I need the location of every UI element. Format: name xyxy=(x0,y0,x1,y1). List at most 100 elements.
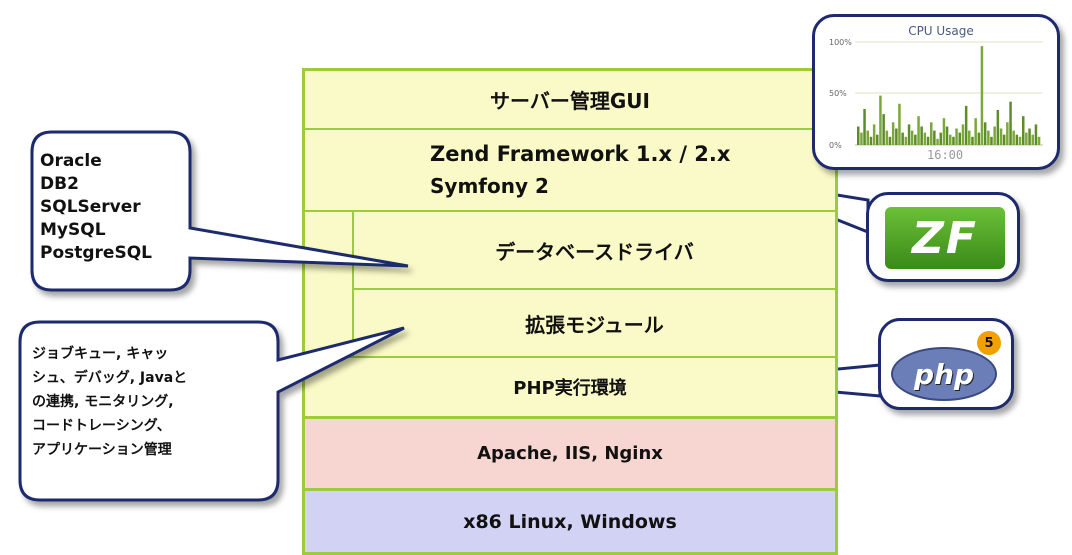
db-item: MySQL xyxy=(40,220,106,240)
cpu-bar xyxy=(895,128,898,145)
php-logo-text: php xyxy=(913,357,975,391)
cpu-bar xyxy=(999,128,1003,145)
cpu-bar xyxy=(1009,101,1012,145)
cpu-ytick-0: 0% xyxy=(829,141,842,150)
cpu-bar xyxy=(860,132,863,145)
layer-web-server: Apache, IIS, Nginx xyxy=(302,416,838,488)
cpu-bar xyxy=(1031,134,1034,145)
cpu-bar xyxy=(1037,136,1041,145)
cpu-bar xyxy=(923,132,927,145)
zend-callout: ZF xyxy=(866,192,1020,282)
cpu-chart: CPU Usage 100% 50% 0% 16:00 xyxy=(829,24,1043,162)
php-version-badge: 5 xyxy=(977,331,1001,355)
cpu-bar xyxy=(885,130,889,145)
db-callout-shape xyxy=(30,130,409,292)
cpu-bar xyxy=(983,122,987,145)
cpu-bar xyxy=(910,130,914,145)
cpu-bar xyxy=(996,110,1000,145)
layer-framework: Zend Framework 1.x / 2.x Symfony 2 xyxy=(302,128,838,210)
layer-framework-label-2: Symfony 2 xyxy=(430,174,549,198)
cpu-bar xyxy=(904,136,908,145)
layer-os: x86 Linux, Windows xyxy=(302,488,838,555)
zend-logo-text: ZF xyxy=(912,212,978,264)
cpu-bar xyxy=(955,128,958,145)
cpu-bar xyxy=(891,122,895,145)
cpu-bar xyxy=(968,130,971,145)
cpu-bar xyxy=(869,136,873,145)
cpu-bar xyxy=(866,130,869,145)
cpu-bar xyxy=(1022,116,1025,145)
cpu-chart-title: CPU Usage xyxy=(908,24,974,38)
cpu-bar xyxy=(952,136,955,145)
layer-extensions: 拡張モジュール xyxy=(354,288,838,356)
cpu-bar xyxy=(930,122,933,145)
cpu-bar xyxy=(926,136,930,145)
cpu-bar xyxy=(961,124,965,145)
cpu-bar xyxy=(863,109,866,145)
db-item: DB2 xyxy=(40,174,79,194)
layer-framework-label-1: Zend Framework 1.x / 2.x xyxy=(430,142,731,166)
ext-line: コードトレーシング、 xyxy=(32,418,171,434)
cpu-bar xyxy=(898,103,901,145)
cpu-bar xyxy=(974,118,977,145)
ext-line: ジョブキュー, キャッ xyxy=(32,346,169,362)
ext-callout-text: ジョブキュー, キャッ シュ、デバッグ, Javaと の連携, モニタリング, … xyxy=(32,342,187,462)
cpu-bar xyxy=(993,126,996,145)
cpu-bar xyxy=(1012,130,1015,145)
cpu-bar xyxy=(1028,128,1031,145)
cpu-bar xyxy=(872,124,876,145)
cpu-bar xyxy=(945,126,949,145)
cpu-bar xyxy=(920,126,923,145)
db-item: SQLServer xyxy=(40,197,141,217)
cpu-bars xyxy=(857,46,1041,145)
cpu-bar xyxy=(958,132,961,145)
ext-line: の連携, モニタリング, xyxy=(32,394,174,410)
cpu-bar xyxy=(907,124,911,145)
cpu-bar xyxy=(939,132,942,145)
cpu-bar xyxy=(888,136,892,145)
layer-db-driver-label: データベースドライバ xyxy=(495,239,694,264)
cpu-bar xyxy=(1025,132,1028,145)
cpu-bar xyxy=(980,46,984,145)
layer-server-gui: サーバー管理GUI xyxy=(302,68,838,128)
cpu-bar xyxy=(936,138,939,145)
cpu-ytick-100: 100% xyxy=(829,38,852,47)
cpu-bar xyxy=(971,136,974,145)
php-logo: php xyxy=(891,347,997,401)
cpu-bar xyxy=(917,116,920,145)
cpu-ytick-50: 50% xyxy=(829,89,847,98)
cpu-bar xyxy=(876,134,879,145)
db-item: Oracle xyxy=(40,151,102,171)
db-item: PostgreSQL xyxy=(40,243,152,263)
cpu-bar xyxy=(987,130,990,145)
ext-line: シュ、デバッグ, Javaと xyxy=(32,370,188,386)
cpu-bar xyxy=(1006,122,1009,145)
cpu-bar xyxy=(977,132,981,145)
cpu-bar xyxy=(914,134,917,145)
cpu-bar xyxy=(933,130,936,145)
cpu-bar xyxy=(990,136,993,145)
php-version-text: 5 xyxy=(984,335,994,351)
layer-db-driver: データベースドライバ xyxy=(354,210,838,288)
cpu-bar xyxy=(1015,134,1019,145)
db-callout-text: Oracle DB2 SQLServer MySQL PostgreSQL xyxy=(40,150,152,265)
ext-callout-shape xyxy=(18,320,405,502)
cpu-bar xyxy=(879,95,882,145)
layer-php-runtime-label: PHP実行環境 xyxy=(513,378,627,399)
cpu-bar xyxy=(901,132,904,145)
cpu-bar xyxy=(1002,134,1006,145)
cpu-bar xyxy=(1034,124,1038,145)
layer-extensions-label: 拡張モジュール xyxy=(525,312,664,337)
php-callout: php 5 xyxy=(878,318,1014,410)
zend-logo: ZF xyxy=(885,207,1005,269)
cpu-xlabel: 16:00 xyxy=(927,148,963,162)
cpu-bar xyxy=(949,134,952,145)
ext-line: アプリケーション管理 xyxy=(32,442,172,458)
php-runtime-side-strip xyxy=(302,210,354,356)
cpu-callout: CPU Usage 100% 50% 0% 16:00 xyxy=(812,14,1060,170)
cpu-bar xyxy=(942,118,946,145)
cpu-bar xyxy=(1018,136,1022,145)
cpu-bar xyxy=(882,114,885,145)
layer-server-gui-label: サーバー管理GUI xyxy=(490,89,650,113)
